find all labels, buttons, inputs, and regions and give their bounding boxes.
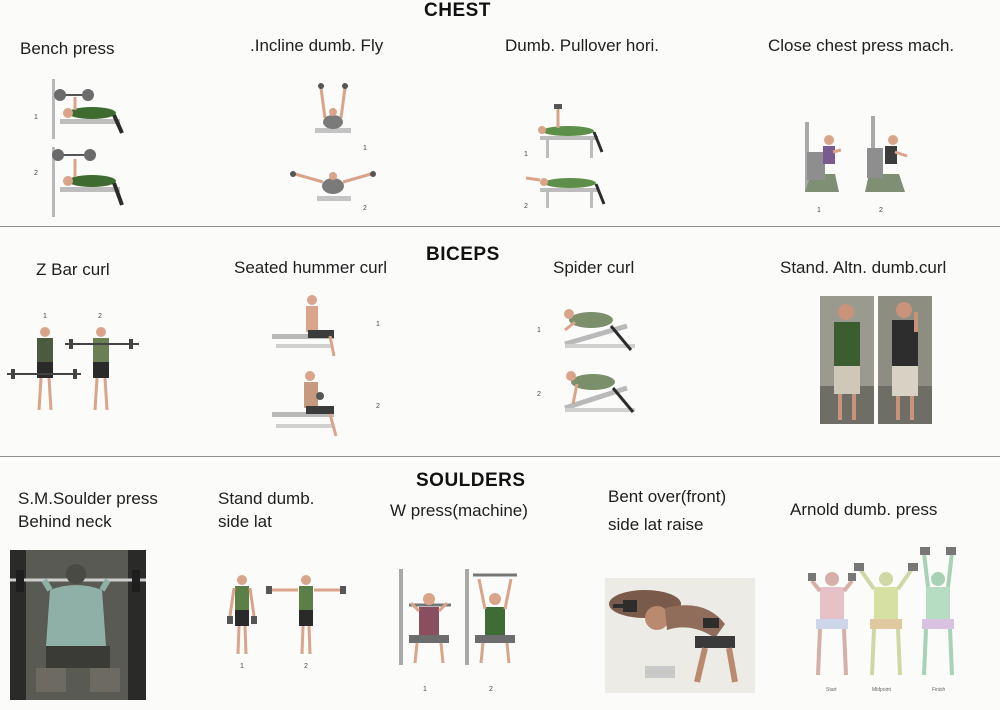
arnold-step-midpoint: Midpoint bbox=[872, 687, 892, 693]
step-number-2: 2 bbox=[879, 207, 883, 214]
step-number-1: 1 bbox=[423, 686, 427, 693]
step-number-1: 1 bbox=[34, 114, 38, 121]
side-lat-illustration: 1 2 bbox=[227, 575, 346, 670]
step-number-2: 2 bbox=[363, 205, 367, 212]
exercise-label-side-lat-line2: side lat bbox=[218, 512, 272, 531]
arnold-press-illustration: Start Midpoint Finish bbox=[808, 547, 956, 693]
arnold-step-finish: Finish bbox=[932, 687, 946, 693]
step-number-1: 1 bbox=[43, 313, 47, 320]
exercise-label-w-press: W press(machine) bbox=[390, 501, 528, 520]
zbar-curl-illustration: 1 2 bbox=[7, 313, 139, 411]
exercise-label-bench-press: Bench press bbox=[20, 39, 115, 58]
close-press-illustration: 1 2 bbox=[805, 116, 908, 214]
section-title-biceps: BICEPS bbox=[426, 244, 500, 265]
bent-over-lat-photo bbox=[605, 578, 755, 693]
exercise-label-arnold-press: Arnold dumb. press bbox=[790, 500, 938, 519]
exercise-label-bent-over-line1: Bent over(front) bbox=[608, 487, 727, 506]
arnold-step-start: Start bbox=[826, 687, 837, 693]
step-number-1: 1 bbox=[363, 145, 367, 152]
pullover-illustration: 1 2 bbox=[524, 104, 606, 210]
exercise-label-pullover: Dumb. Pullover hori. bbox=[505, 36, 660, 55]
bench-press-illustration: 1 2 bbox=[34, 79, 124, 217]
section-title-chest: CHEST bbox=[424, 0, 491, 21]
exercise-label-sm-press-line1: S.M.Soulder press bbox=[18, 489, 158, 508]
sm-press-photo bbox=[10, 550, 146, 700]
exercise-label-spider-curl: Spider curl bbox=[553, 258, 635, 277]
step-number-2: 2 bbox=[98, 313, 102, 320]
step-number-2: 2 bbox=[524, 203, 528, 210]
exercise-label-incline-fly: .Incline dumb. Fly bbox=[250, 36, 384, 55]
step-number-2: 2 bbox=[376, 403, 380, 410]
w-press-illustration: 1 2 bbox=[399, 569, 517, 693]
exercise-label-zbar-curl: Z Bar curl bbox=[36, 260, 110, 279]
step-number-1: 1 bbox=[376, 321, 380, 328]
exercise-label-close-press: Close chest press mach. bbox=[768, 36, 955, 55]
section-divider bbox=[0, 456, 1000, 457]
exercise-label-side-lat-line1: Stand dumb. bbox=[218, 489, 315, 508]
exercise-label-bent-over-line2: side lat raise bbox=[608, 515, 704, 534]
incline-fly-illustration: 1 2 bbox=[290, 83, 376, 212]
step-number-1: 1 bbox=[240, 663, 244, 670]
step-number-1: 1 bbox=[537, 327, 541, 334]
exercise-label-hummer-curl: Seated hummer curl bbox=[234, 258, 388, 277]
exercise-label-altn-curl: Stand. Altn. dumb.curl bbox=[780, 258, 947, 277]
step-number-1: 1 bbox=[817, 207, 821, 214]
hummer-curl-illustration: 1 2 bbox=[272, 295, 380, 437]
step-number-2: 2 bbox=[537, 391, 541, 398]
altn-curl-photo bbox=[820, 296, 932, 424]
step-number-2: 2 bbox=[304, 663, 308, 670]
step-number-2: 2 bbox=[34, 170, 38, 177]
step-number-2: 2 bbox=[489, 686, 493, 693]
exercise-label-sm-press-line2: Behind neck bbox=[18, 512, 112, 531]
section-title-shoulders: SOULDERS bbox=[416, 470, 526, 491]
spider-curl-illustration: 1 2 bbox=[537, 309, 635, 413]
section-divider bbox=[0, 226, 1000, 227]
step-number-1: 1 bbox=[524, 151, 528, 158]
